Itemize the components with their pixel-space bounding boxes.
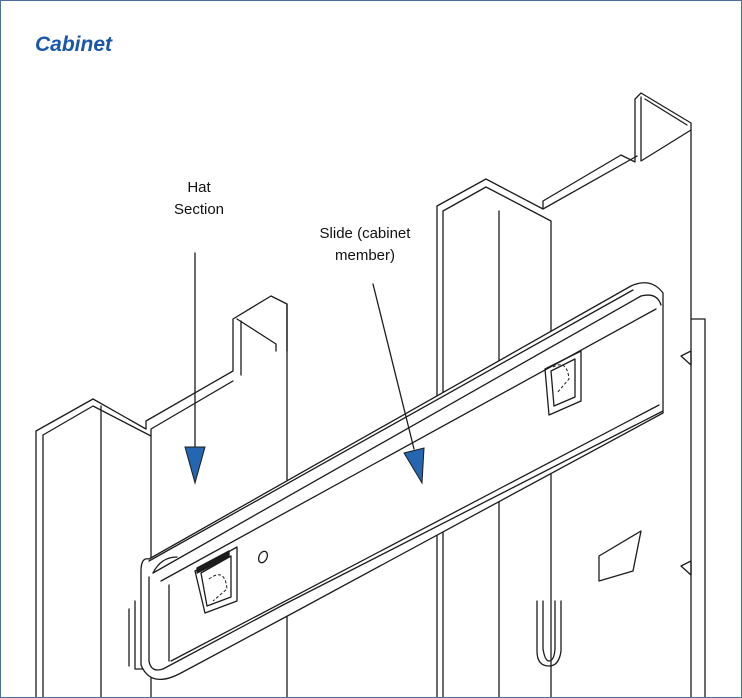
slide-label: Slide (cabinet member): [295, 223, 435, 267]
figure-title: Cabinet: [35, 33, 113, 56]
left-hat-section: [35, 295, 288, 697]
slide-label-line2: member): [334, 247, 395, 264]
hat-section-label: Hat Section: [159, 177, 239, 221]
hat-section-label-line1: Hat: [187, 179, 211, 196]
slide-label-line1: Slide (cabinet: [319, 225, 411, 242]
slide-arrow: [372, 283, 425, 485]
hat-section-label-line2: Section: [173, 201, 225, 218]
slide-rail: [140, 282, 664, 681]
hat-section-arrow: [184, 252, 206, 485]
right-hat-section: [436, 92, 706, 697]
